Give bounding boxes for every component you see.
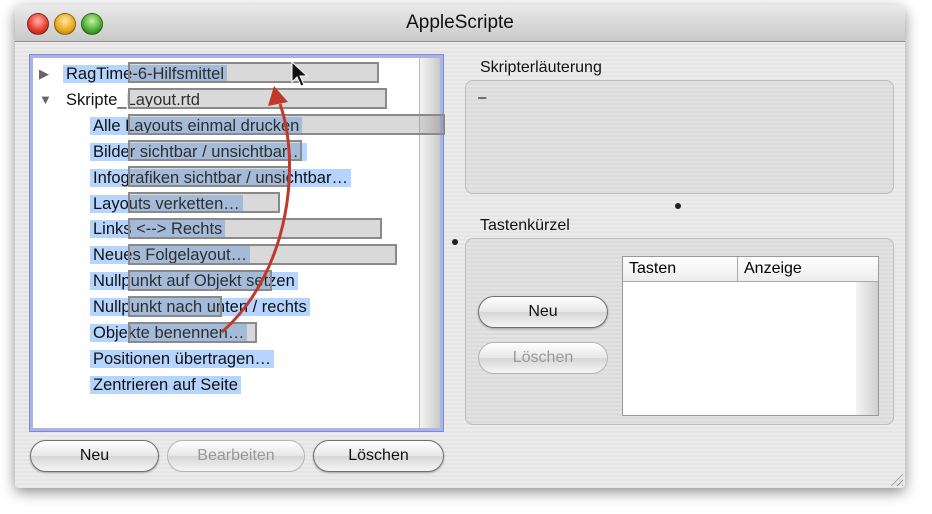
tree-item[interactable]: Links <--> Rechts <box>90 219 226 239</box>
tree-item[interactable]: Alle Layouts einmal drucken <box>90 116 303 136</box>
tree-item-label: Alle Layouts einmal drucken <box>90 116 303 135</box>
shortcuts-label: Tastenkürzel <box>480 217 570 234</box>
shortcuts-box: Neu Löschen Tasten Anzeige <box>465 238 894 425</box>
shortcuts-table[interactable]: Tasten Anzeige <box>622 256 879 416</box>
description-label: Skripterläuterung <box>480 59 602 76</box>
disclosure-expanded-icon[interactable]: ▼ <box>39 91 52 107</box>
drag-ghost <box>128 296 222 317</box>
drag-arrow <box>221 103 292 334</box>
new-script-button[interactable]: Neu <box>30 440 159 472</box>
tree-item-label: Links <--> Rechts <box>90 220 226 239</box>
window-title: AppleScripte <box>406 12 514 33</box>
description-text: – <box>478 89 487 106</box>
tree-item[interactable]: ▼ Skripte_Layout.rtd <box>33 90 203 110</box>
tree-item-label: Zentrieren auf Seite <box>90 375 241 394</box>
drag-ghost <box>128 192 280 213</box>
table-scrollbar[interactable] <box>856 282 878 415</box>
edit-script-button: Bearbeiten <box>167 440 305 472</box>
arrow-head-icon <box>268 86 288 106</box>
drag-ghost <box>128 244 397 265</box>
tree-item-label: Nullpunkt nach unten / rechts <box>90 298 310 317</box>
tree-item[interactable]: Nullpunkt nach unten / rechts <box>90 297 310 317</box>
drag-ghost <box>128 88 387 109</box>
tree-item[interactable]: Nullpunkt auf Objekt setzen <box>90 271 298 291</box>
new-shortcut-button[interactable]: Neu <box>478 296 608 328</box>
drag-ghost <box>128 140 302 161</box>
tree-item[interactable]: Positionen übertragen… <box>90 349 274 369</box>
tree-item-label: Infografiken sichtbar / unsichtbar… <box>90 168 351 187</box>
tree-item-label: RagTime-6-Hilfsmittel <box>63 65 227 83</box>
close-button[interactable] <box>27 13 49 35</box>
mouse-cursor-icon <box>291 60 309 87</box>
applescripts-window: AppleScripte ▶ RagTime-6-Hilfsmittel ▼ Skri… <box>15 5 905 488</box>
column-header-keys[interactable]: Tasten <box>623 257 738 282</box>
description-box: – <box>465 80 894 194</box>
zoom-button[interactable] <box>81 13 103 35</box>
delete-script-button[interactable]: Löschen <box>313 440 444 472</box>
drag-ghost <box>128 218 382 239</box>
tree-item[interactable]: Bilder sichtbar / unsichtbar… <box>90 142 307 162</box>
delete-shortcut-button: Löschen <box>478 342 608 374</box>
tree-item-label: Neues Folgelayout… <box>90 246 251 265</box>
column-header-display[interactable]: Anzeige <box>738 257 878 282</box>
tree-item-label: Nullpunkt auf Objekt setzen <box>90 272 298 291</box>
disclosure-collapsed-icon[interactable]: ▶ <box>39 66 49 81</box>
title-bar[interactable]: AppleScripte <box>15 5 905 42</box>
focus-dot <box>675 203 681 209</box>
tree-item[interactable]: Neues Folgelayout… <box>90 245 251 265</box>
tree-item-label: Positionen übertragen… <box>90 349 274 368</box>
tree-item[interactable]: Infografiken sichtbar / unsichtbar… <box>90 168 351 188</box>
tree-item[interactable]: Zentrieren auf Seite <box>90 375 241 395</box>
tree-item-label: Skripte_Layout.rtd <box>66 90 200 109</box>
tree-scrollbar[interactable] <box>419 58 440 428</box>
drag-ghost <box>128 322 257 343</box>
focus-dot <box>452 239 458 245</box>
tree-item[interactable]: ▶ RagTime-6-Hilfsmittel <box>33 64 227 84</box>
script-tree[interactable]: ▶ RagTime-6-Hilfsmittel ▼ Skripte_Layout.rt… <box>30 55 445 431</box>
tree-item-label: Bilder sichtbar / unsichtbar… <box>90 142 307 161</box>
drag-ghost <box>128 270 272 291</box>
drag-ghost <box>128 62 379 83</box>
minimize-button[interactable] <box>54 13 76 35</box>
